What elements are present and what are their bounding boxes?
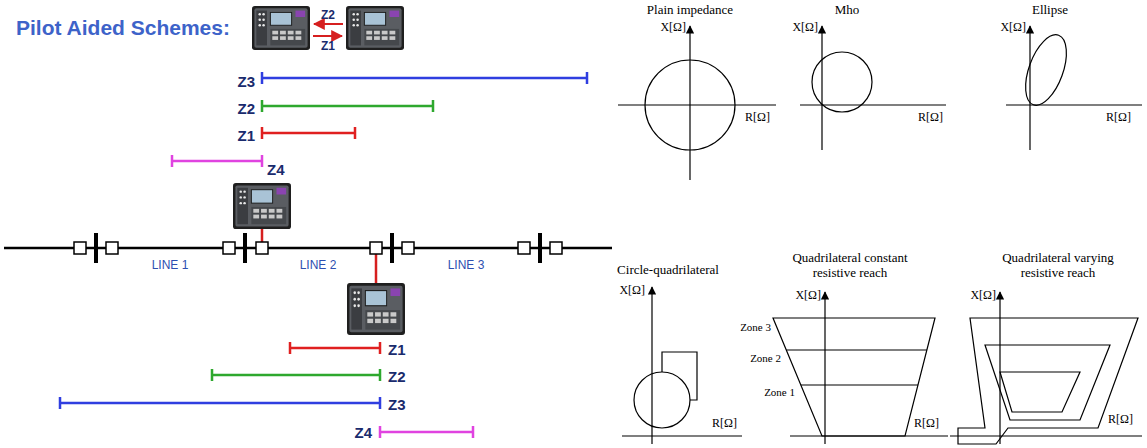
quadrilateral-characteristic — [662, 352, 697, 400]
plot-title: Circle-quadrilateral — [617, 262, 719, 277]
relay-connection — [261, 229, 264, 242]
pilot-arrow — [314, 23, 343, 25]
breaker-symbol — [550, 242, 562, 254]
zone-reach-bar — [212, 369, 380, 381]
pilot-arrow — [313, 35, 342, 37]
r-axis-line — [622, 435, 742, 436]
breaker-symbol — [256, 242, 268, 254]
zone-label: Z2 — [388, 368, 406, 386]
zone-name: Zone 1 — [764, 386, 795, 399]
axis-label: R[Ω] — [914, 416, 939, 430]
line-name: LINE 3 — [448, 258, 485, 272]
zone-label: Z1 — [388, 341, 406, 359]
breaker-symbol — [74, 242, 86, 254]
r-axis-line — [618, 104, 776, 105]
axis-label: X[Ω] — [970, 288, 996, 302]
breaker-symbol — [106, 242, 118, 254]
diagram-title: Pilot Aided Schemes: — [16, 15, 230, 41]
axis-label: X[Ω] — [1000, 20, 1026, 34]
axis-label: X[Ω] — [619, 283, 645, 297]
zone-reach-line — [786, 350, 927, 385]
pilot-signal-label: Z2 — [321, 8, 335, 22]
x-axis-line — [689, 26, 690, 180]
x-axis-line — [999, 292, 1000, 444]
plot-title: Ellipse — [1032, 2, 1068, 17]
plot-title: Mho — [835, 2, 860, 17]
axis-label: R[Ω] — [712, 416, 737, 430]
axis-label: R[Ω] — [918, 110, 943, 124]
axis-label: R[Ω] — [1108, 412, 1133, 426]
zone-reach-bar — [290, 342, 380, 354]
axis-label: X[Ω] — [792, 20, 818, 34]
mho-characteristic — [812, 52, 872, 112]
zone-label: Z4 — [354, 424, 372, 442]
quadrilateral-characteristic — [958, 318, 1138, 444]
plot-title: Quadrilateral varying resistive reach — [988, 250, 1128, 280]
breaker-symbol — [223, 242, 235, 254]
pilot-signal-label: Z1 — [321, 39, 335, 53]
zone-name: Zone 3 — [740, 321, 771, 334]
breaker-symbol — [518, 242, 530, 254]
relay-image — [347, 283, 405, 335]
relay-image — [252, 6, 310, 50]
relay-connection — [375, 254, 378, 283]
zone-reach-bar — [262, 127, 355, 139]
relay-image — [346, 6, 404, 50]
axis-label: R[Ω] — [1106, 110, 1131, 124]
line-name: LINE 1 — [152, 258, 189, 272]
zone-reach-bar — [262, 72, 587, 84]
zone-reach-bar — [172, 155, 262, 167]
axis-label: R[Ω] — [745, 110, 770, 124]
x-axis-line — [1029, 26, 1030, 150]
x-axis-line — [821, 26, 822, 150]
zone-label: Z1 — [237, 127, 255, 145]
zone-label: Z2 — [237, 100, 255, 118]
x-axis-line — [651, 287, 652, 444]
zone-reach-bar — [262, 100, 433, 112]
quadrilateral-characteristic — [1000, 372, 1080, 412]
zone-reach-bar — [60, 397, 380, 409]
breaker-symbol — [402, 242, 414, 254]
line-name: LINE 2 — [300, 258, 337, 272]
impedance-characteristic — [645, 60, 735, 150]
circle-characteristic — [634, 372, 690, 428]
r-axis-line — [950, 435, 1142, 436]
zone-name: Zone 2 — [750, 352, 781, 365]
x-axis-line — [824, 292, 825, 444]
quadrilateral-characteristic — [773, 318, 935, 436]
axis-label: X[Ω] — [795, 288, 821, 302]
zone-reach-bar — [380, 426, 473, 438]
ellipse-characteristic — [1017, 29, 1074, 110]
plot-title: Plain impedance — [647, 2, 733, 17]
zone-label: Z4 — [267, 161, 285, 179]
axis-label: X[Ω] — [660, 20, 686, 34]
relay-image — [233, 183, 291, 229]
quadrilateral-characteristic — [985, 345, 1110, 420]
breaker-symbol — [370, 242, 382, 254]
plot-title: Quadrilateral constant resistive reach — [780, 250, 920, 280]
r-axis-line — [1006, 104, 1142, 105]
zone-label: Z3 — [237, 73, 255, 91]
zone-label: Z3 — [388, 396, 406, 414]
